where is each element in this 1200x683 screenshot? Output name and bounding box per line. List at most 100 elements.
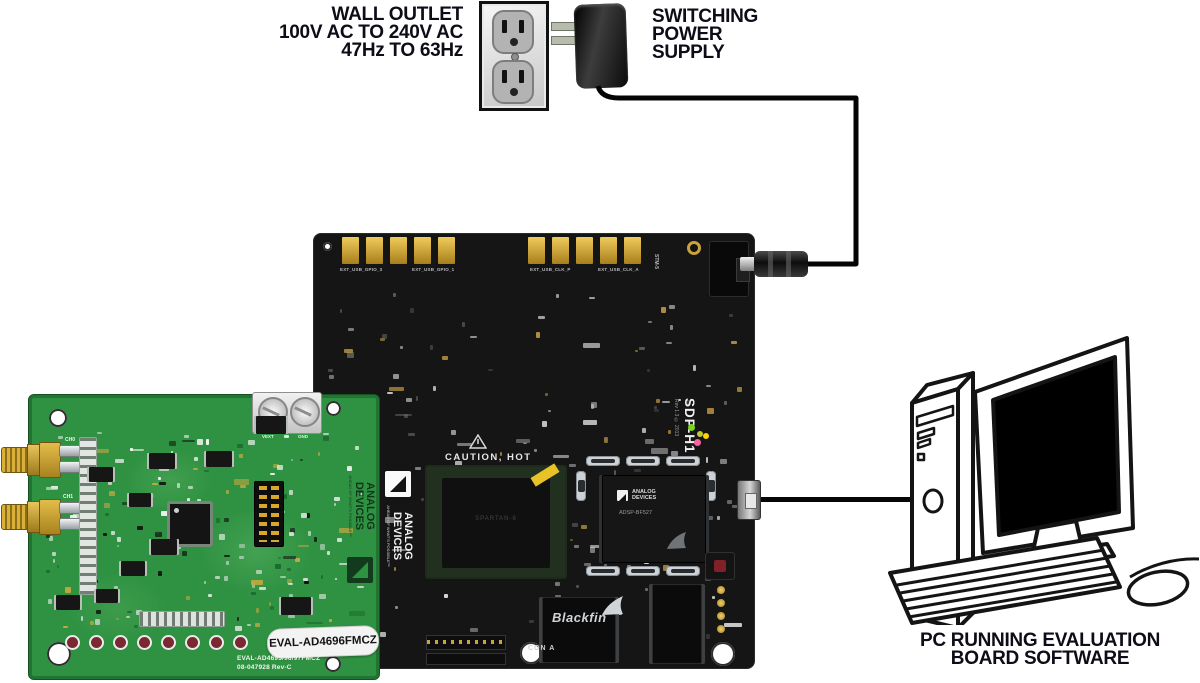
component: [571, 522, 578, 528]
component: [705, 385, 711, 388]
component: [196, 439, 203, 446]
component: [584, 562, 591, 566]
component: [319, 544, 326, 550]
component: [724, 400, 727, 406]
component: [394, 605, 399, 610]
component: [159, 467, 169, 472]
component: [45, 532, 51, 539]
board-id-sticker: EVAL-AD4696FMCZ: [266, 625, 380, 659]
connector-footprint: [626, 456, 660, 466]
component: [732, 505, 739, 508]
component: [236, 616, 240, 622]
component: [678, 398, 681, 401]
adi-logo-icon: [347, 557, 373, 583]
component: [590, 547, 595, 553]
mounting-hole: [326, 401, 341, 416]
connector-footprint: [576, 471, 586, 501]
component: [103, 533, 108, 537]
component: [574, 544, 579, 548]
test-point: [113, 635, 128, 650]
component: [297, 545, 310, 548]
component: [717, 515, 720, 521]
connector-footprint: [666, 566, 700, 576]
component: [686, 399, 691, 406]
led-pink: [694, 439, 701, 446]
component: [134, 624, 139, 628]
component: [355, 446, 360, 450]
connector-footprint: [586, 456, 620, 466]
component: [171, 450, 174, 454]
pc-graphic: [888, 336, 1200, 625]
component: [105, 512, 109, 517]
component: [304, 581, 310, 584]
mounting-hole: [711, 642, 735, 666]
power-cable: [595, 85, 859, 267]
component: [556, 294, 559, 299]
component: [433, 386, 436, 391]
mounting-hole: [325, 656, 341, 672]
component: [723, 622, 742, 628]
component: [650, 447, 668, 454]
component: [529, 619, 534, 623]
connector-footprint: [626, 566, 660, 576]
component: [583, 419, 598, 425]
component: [404, 414, 409, 418]
component: [706, 457, 709, 464]
component: [707, 516, 713, 520]
component: [219, 534, 225, 540]
silk-con-a: CON A: [528, 645, 556, 652]
component: [414, 466, 421, 471]
component: [104, 502, 110, 508]
test-point: [137, 635, 152, 650]
component: [393, 293, 397, 297]
component: [336, 537, 342, 543]
component: [114, 458, 124, 463]
component: [317, 452, 320, 456]
component: [647, 320, 652, 323]
gold-pad: [342, 237, 359, 264]
connector-footprint: [706, 471, 716, 501]
component: [348, 610, 365, 617]
gold-pad: [528, 237, 545, 264]
component: [408, 433, 415, 436]
component: [52, 559, 55, 563]
component: [533, 449, 537, 452]
component: [157, 571, 163, 577]
component: [287, 583, 294, 586]
component: [470, 335, 477, 339]
blackfin-fin-icon: [667, 532, 686, 549]
pad-label: EXT_USB_CLK_P: [530, 267, 571, 272]
component: [646, 369, 651, 373]
component: [456, 442, 472, 447]
component: [270, 472, 275, 476]
component: [185, 595, 190, 600]
gold-via: [717, 586, 725, 594]
component: [384, 517, 396, 523]
eval-components: [29, 395, 379, 679]
connector-footprint: [586, 566, 620, 576]
test-point: [185, 635, 200, 650]
silk-caution: CAUTION, HOT: [445, 452, 532, 463]
mounting-hole: [687, 241, 701, 255]
component: [409, 307, 414, 313]
component: [255, 622, 260, 628]
component: [360, 492, 364, 496]
component: [444, 594, 449, 599]
blackfin-fin-icon: [602, 596, 623, 615]
component: [122, 501, 130, 505]
component: [117, 537, 122, 543]
adi-logo-icon: [617, 490, 628, 501]
component: [234, 625, 243, 631]
led-green: [688, 424, 695, 431]
dc-plug-tip: [740, 257, 756, 271]
component: [380, 632, 386, 638]
pc-caption-line2: BOARD SOFTWARE: [950, 648, 1130, 669]
component: [236, 444, 244, 449]
component: [736, 387, 742, 392]
ic-chip: [129, 493, 151, 507]
led-yellow: [697, 431, 703, 437]
component: [570, 538, 574, 542]
component: [405, 398, 412, 402]
component: [554, 595, 561, 598]
component: [581, 524, 588, 529]
